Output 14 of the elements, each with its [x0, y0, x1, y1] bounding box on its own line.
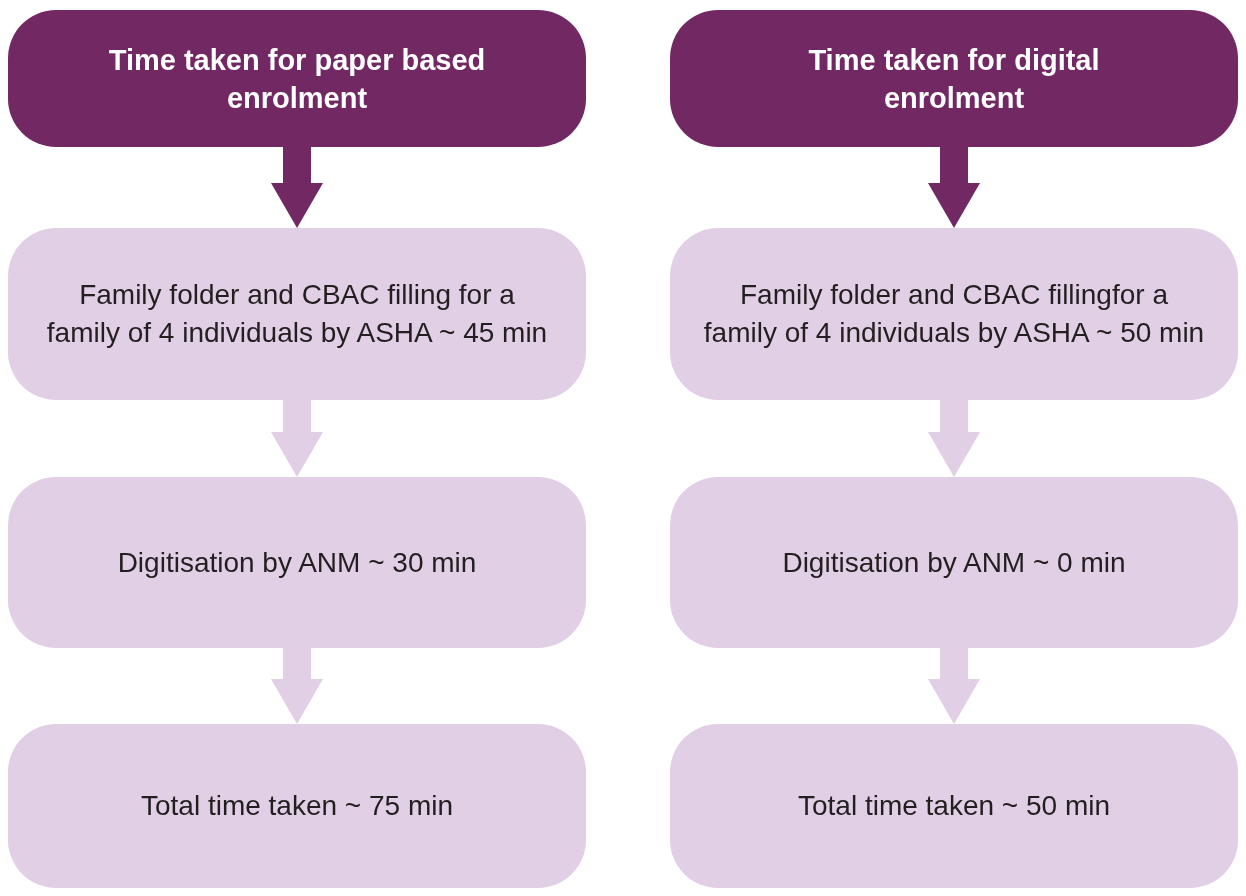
- step-box: Total time taken ~ 75 min: [8, 724, 586, 888]
- step-box: Digitisation by ANM ~ 30 min: [8, 477, 586, 648]
- block-arrow: [271, 147, 323, 228]
- header-box: Time taken for paper based enrolment: [8, 10, 586, 147]
- block-arrow: [271, 648, 323, 724]
- block-arrow: [928, 400, 980, 477]
- block-arrow: [928, 648, 980, 724]
- step-box: Family folder and CBAC filling for a family of 4 individuals by ASHA ~ 45 min: [8, 228, 586, 400]
- step-box: Digitisation by ANM ~ 0 min: [670, 477, 1238, 648]
- block-arrow: [928, 147, 980, 228]
- step-box: Family folder and CBAC fillingfor a family of 4 individuals by ASHA ~ 50 min: [670, 228, 1238, 400]
- block-arrow: [271, 400, 323, 477]
- header-box: Time taken for digital enrolment: [670, 10, 1238, 147]
- step-box: Total time taken ~ 50 min: [670, 724, 1238, 888]
